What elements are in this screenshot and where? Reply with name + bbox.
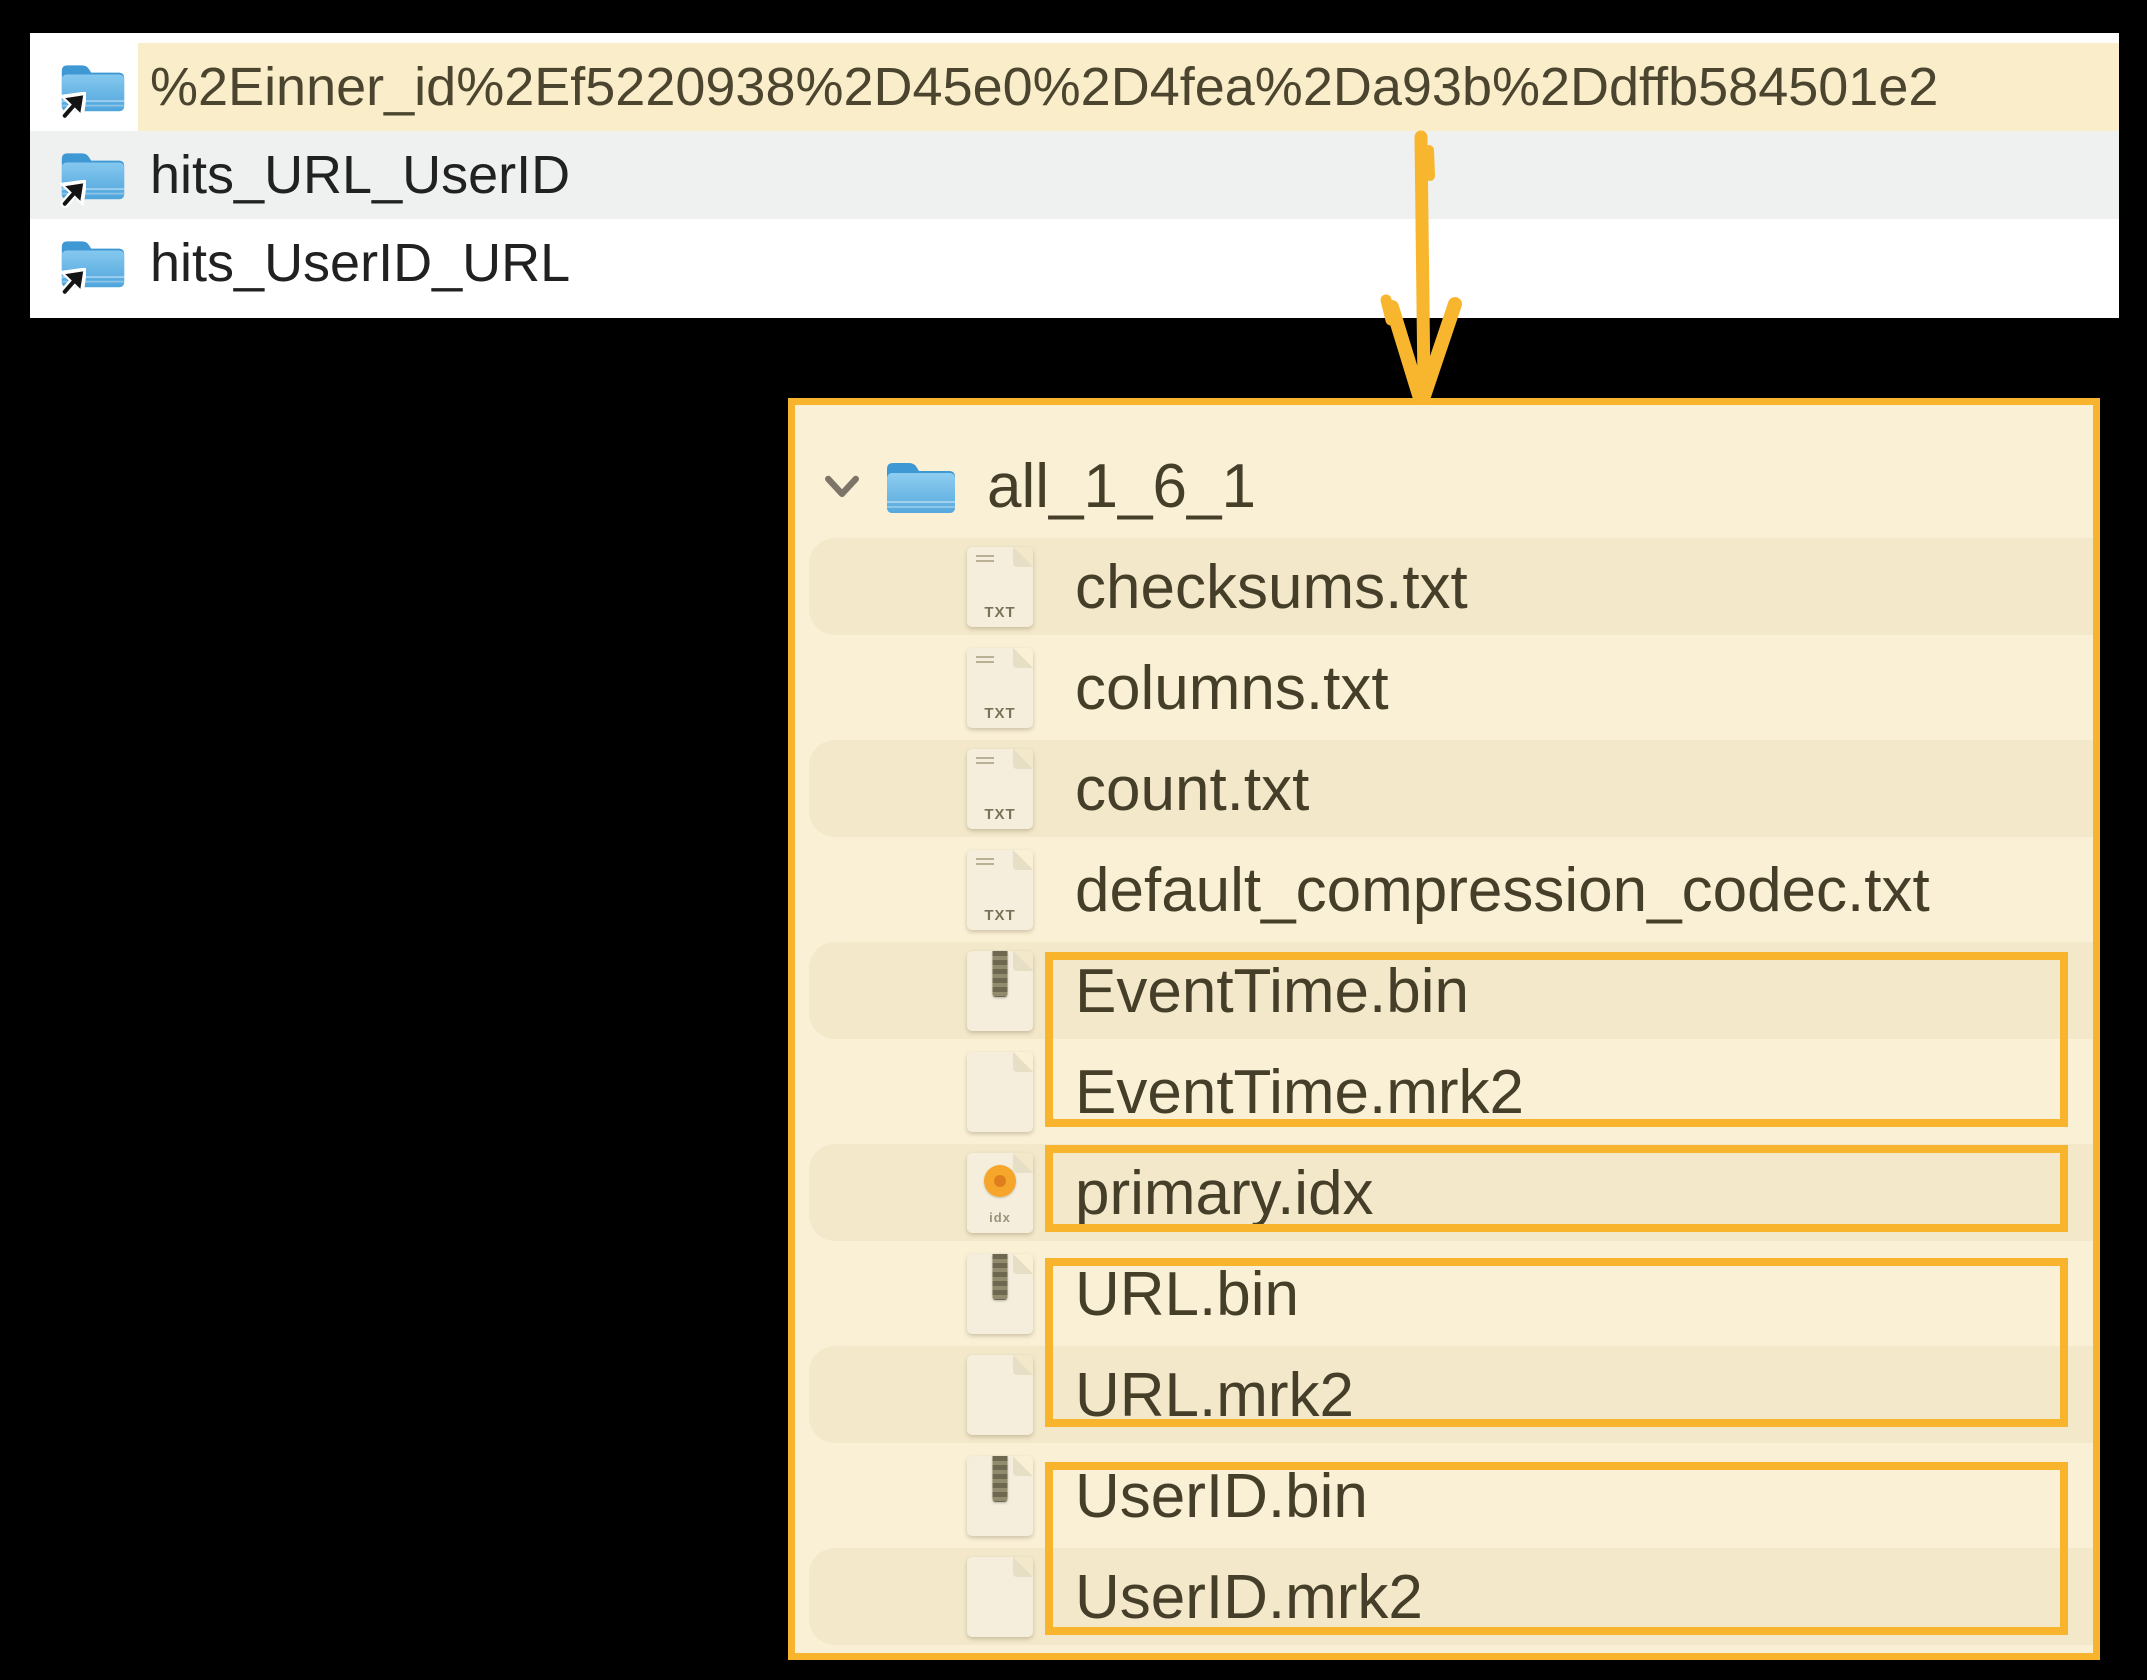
file-name: primary.idx	[1075, 1159, 1374, 1228]
finder-parts-list: %2Einner_id%2Ef5220938%2D45e0%2D4fea%2Da…	[30, 33, 2119, 318]
alias-arrow-icon	[58, 180, 86, 209]
annotation-box-eventtime-group	[1045, 952, 2068, 1127]
bin-file-icon	[967, 951, 1033, 1031]
tree-item-default-compression-codec[interactable]: TXT default_compression_codec.txt	[795, 840, 2093, 941]
txt-file-icon: TXT	[967, 850, 1033, 930]
tree-item-checksums[interactable]: TXT checksums.txt	[795, 537, 2093, 638]
txt-file-icon: TXT	[967, 547, 1033, 627]
file-name: EventTime.mrk2	[1075, 1058, 1525, 1127]
idx-file-icon: idx	[967, 1153, 1033, 1233]
folder-alias-icon	[58, 234, 126, 297]
alias-arrow-icon	[58, 92, 86, 121]
tree-item-userid-bin[interactable]: UserID.bin	[795, 1446, 2093, 1547]
annotation-box-primary-idx	[1045, 1145, 2068, 1232]
annotation-box-url-group	[1045, 1258, 2068, 1427]
tree-item-columns[interactable]: TXT columns.txt	[795, 638, 2093, 739]
part-contents-panel: all_1_6_1 TXT checksums.txt TXT columns.…	[788, 398, 2100, 1660]
txt-file-icon: TXT	[967, 749, 1033, 829]
list-item-hits-url-userid[interactable]: hits_URL_UserID	[30, 131, 2119, 219]
file-name: %2Einner_id%2Ef5220938%2D45e0%2D4fea%2Da…	[150, 57, 1939, 117]
file-name: hits_UserID_URL	[150, 233, 571, 293]
file-name: URL.bin	[1075, 1260, 1299, 1329]
file-name: EventTime.bin	[1075, 957, 1469, 1026]
plain-file-icon	[967, 1557, 1033, 1637]
file-name: UserID.mrk2	[1075, 1563, 1423, 1632]
tree-item-count[interactable]: TXT count.txt	[795, 739, 2093, 840]
file-name: columns.txt	[1075, 654, 1389, 723]
file-name: count.txt	[1075, 755, 1310, 824]
bin-file-icon	[967, 1254, 1033, 1334]
tree-item-url-bin[interactable]: URL.bin	[795, 1244, 2093, 1345]
list-item-hits-userid-url[interactable]: hits_UserID_URL	[30, 219, 2119, 307]
alias-arrow-icon	[58, 268, 86, 297]
folder-alias-icon	[58, 58, 126, 121]
folder-name: all_1_6_1	[987, 452, 1256, 521]
file-name: UserID.bin	[1075, 1462, 1368, 1531]
bin-file-icon	[967, 1456, 1033, 1536]
file-name: hits_URL_UserID	[150, 145, 571, 205]
annotation-box-userid-group	[1045, 1462, 2068, 1635]
file-name: URL.mrk2	[1075, 1361, 1355, 1430]
chevron-down-icon[interactable]	[819, 464, 865, 510]
file-name: checksums.txt	[1075, 553, 1468, 622]
txt-file-icon: TXT	[967, 648, 1033, 728]
list-item-inner-id-part[interactable]: %2Einner_id%2Ef5220938%2D45e0%2D4fea%2Da…	[30, 43, 2119, 131]
tree-item-all-1-6-1[interactable]: all_1_6_1	[795, 436, 2093, 537]
plain-file-icon	[967, 1052, 1033, 1132]
folder-alias-icon	[58, 146, 126, 209]
selection-highlight	[138, 43, 2119, 131]
file-name: default_compression_codec.txt	[1075, 856, 1930, 925]
tree-item-eventtime-mrk2[interactable]: EventTime.mrk2	[795, 1042, 2093, 1143]
folder-icon	[887, 463, 955, 513]
plain-file-icon	[967, 1355, 1033, 1435]
